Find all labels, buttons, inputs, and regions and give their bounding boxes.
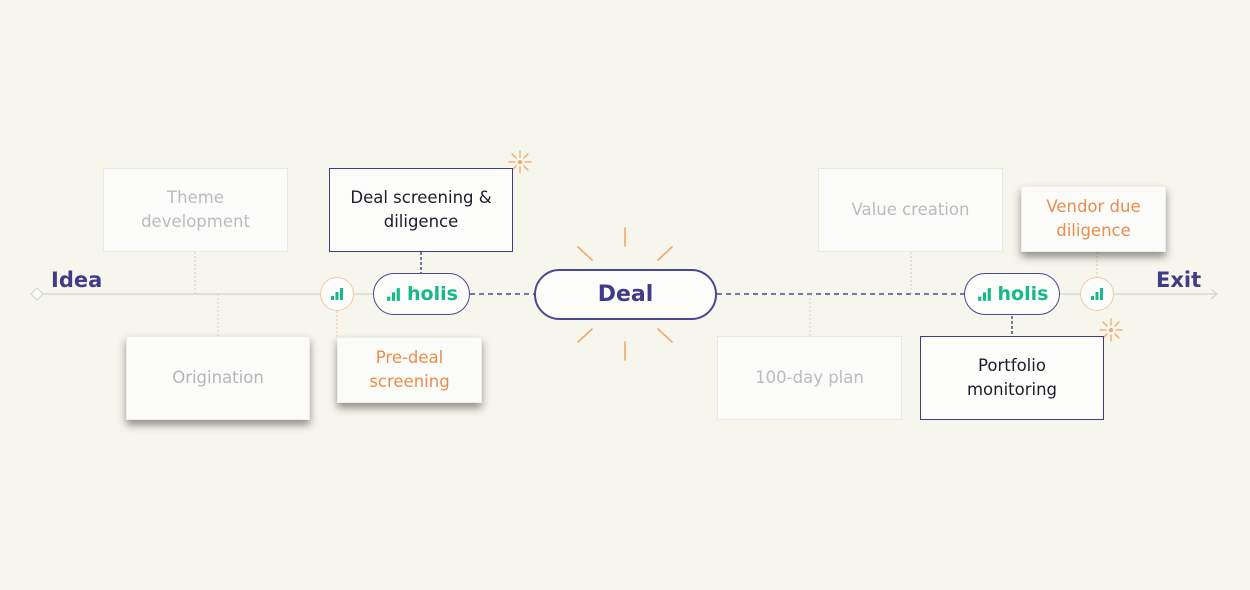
origination-card: Origination [126, 336, 310, 420]
deal-screening-card: Deal screening & diligence [329, 168, 513, 252]
burst-icon [577, 227, 673, 361]
portfolio-monitoring-card: Portfolio monitoring [920, 336, 1104, 420]
hundred-day-plan-card: 100-day plan [717, 336, 902, 420]
exit-label: Exit [1156, 268, 1202, 292]
arrow-right-icon [1210, 288, 1219, 300]
bar-chart-icon [387, 287, 400, 301]
vendor-due-diligence-text: Vendor due diligence [1046, 197, 1141, 240]
hundred-day-plan-text: 100-day plan [755, 368, 864, 387]
holis-logo-text: holis [407, 283, 458, 305]
deal-screening-text: Deal screening & diligence [350, 188, 492, 231]
pre-deal-screening-text: Pre-deal screening [369, 348, 450, 391]
bar-chart-icon [331, 288, 343, 300]
bar-chart-icon [977, 287, 991, 301]
diamond-icon [30, 287, 44, 301]
holis-circle-right [1080, 277, 1114, 311]
idea-label: Idea [51, 268, 103, 292]
portfolio-monitoring-text: Portfolio monitoring [966, 356, 1058, 399]
deal-node: Deal [534, 269, 717, 320]
origination-text: Origination [172, 368, 264, 387]
sparkle-icon [1099, 318, 1123, 342]
holis-pill-left: holis [373, 273, 470, 315]
holis-logo-text: holis [997, 283, 1049, 305]
theme-development-text: Theme development [141, 188, 250, 231]
deal-label: Deal [597, 282, 654, 307]
sparkle-icon [508, 150, 532, 174]
value-creation-card: Value creation [818, 168, 1003, 252]
holis-pill-right: holis [964, 273, 1060, 315]
vendor-due-diligence-card: Vendor due diligence [1021, 186, 1166, 252]
pre-deal-screening-card: Pre-deal screening [337, 337, 482, 403]
bar-chart-icon [1091, 288, 1103, 300]
value-creation-text: Value creation [851, 200, 970, 219]
theme-development-card: Theme development [103, 168, 288, 252]
holis-circle-left [320, 277, 354, 311]
